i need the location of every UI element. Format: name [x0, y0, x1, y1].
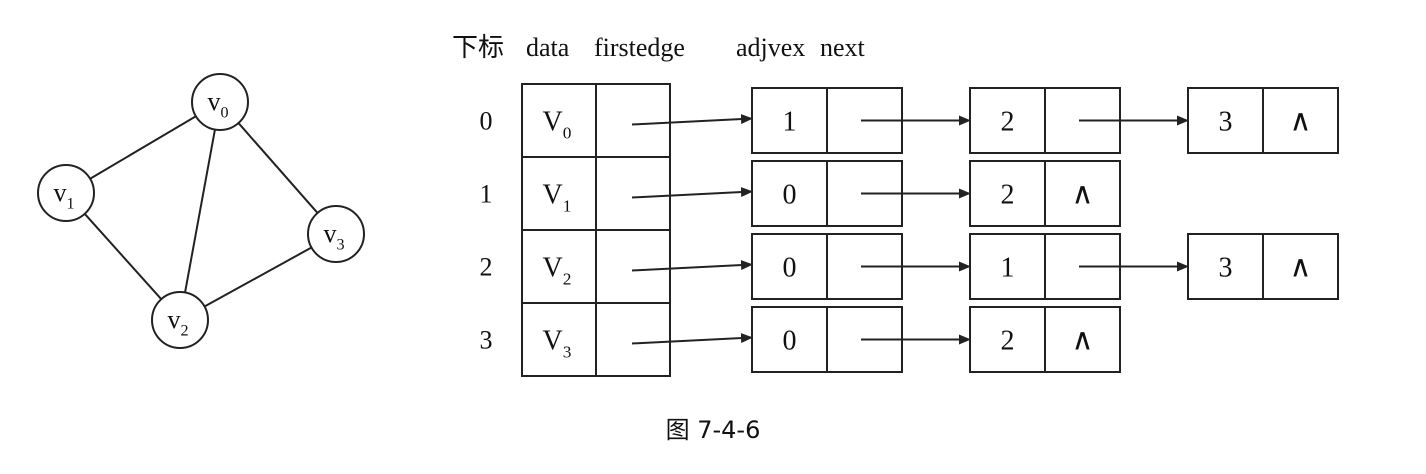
null-pointer-symbol-2: ∧	[1290, 250, 1312, 285]
vertex-label-1: V1	[543, 180, 572, 216]
graph-node-label-v3: v3	[323, 219, 344, 253]
edge-adjvex-cell-0-1	[969, 87, 1046, 154]
edge-adjvex-value-0-1: 2	[1001, 107, 1015, 138]
firstedge-arrow-2	[631, 260, 753, 272]
graph-node-label-v1: v1	[53, 178, 74, 212]
null-pointer-symbol-3: ∧	[1072, 323, 1094, 358]
edge-adjvex-value-0-2: 3	[1219, 107, 1233, 138]
header-next: next	[820, 33, 866, 62]
edge-adjvex-value-2-1: 1	[1001, 253, 1015, 284]
graph-node-v1	[37, 164, 95, 222]
edge-adjvex-cell-1-0	[751, 160, 828, 227]
firstedge-arrow-3	[631, 333, 753, 345]
graph-node-label-v2-base: v	[167, 305, 180, 334]
vertex-label-1-base: V	[543, 180, 563, 211]
header-adjvex: adjvex	[736, 33, 805, 62]
graph-edge-v0-v1	[89, 115, 197, 180]
edge-next-cell-0-2	[1262, 87, 1339, 154]
null-pointer-symbol-1: ∧	[1072, 177, 1094, 212]
vertex-label-1-subscript: 1	[563, 196, 572, 215]
graph-edge-v1-v2	[83, 213, 163, 300]
vertex-firstedge-cell-2	[595, 229, 671, 304]
edge-adjvex-cell-3-0	[751, 306, 828, 373]
vertex-label-2-subscript: 2	[563, 269, 572, 288]
firstedge-arrow-0	[631, 114, 753, 126]
graph-node-label-v2: v2	[167, 305, 188, 339]
edge-adjvex-value-1-1: 2	[1001, 180, 1015, 211]
vertex-firstedge-cell-1	[595, 156, 671, 231]
vertex-label-3: V3	[543, 326, 572, 362]
vertex-label-0-subscript: 0	[563, 123, 572, 142]
table-header: 下标 data firstedge adjvex next	[452, 33, 866, 62]
graph-node-label-v3-base: v	[323, 219, 336, 248]
graph-edge-v2-v3	[204, 246, 312, 308]
graph-node-v3	[307, 205, 365, 263]
edge-adjvex-value-0-0: 1	[783, 107, 797, 138]
edge-next-cell-2-2	[1262, 233, 1339, 300]
graph-node-label-v0: v0	[207, 87, 228, 121]
firstedge-arrow-1	[631, 187, 753, 199]
graph-node-label-v1-subscript: 1	[66, 195, 74, 212]
vertex-label-3-base: V	[543, 326, 563, 357]
graph-node-v2	[151, 291, 209, 349]
graph-node-v0	[191, 73, 249, 131]
header-index: 下标	[452, 33, 504, 62]
null-pointer-symbol-0: ∧	[1290, 104, 1312, 139]
edge-adjvex-value-2-0: 0	[783, 253, 797, 284]
vertex-label-2: V2	[543, 253, 572, 289]
edge-adjvex-cell-1-1	[969, 160, 1046, 227]
edge-adjvex-value-2-2: 3	[1219, 253, 1233, 284]
edge-adjvex-cell-0-0	[751, 87, 828, 154]
vertex-data-cell-2	[521, 229, 597, 304]
edge-adjvex-cell-2-2	[1187, 233, 1264, 300]
row-index-3: 3	[480, 326, 493, 355]
graph-node-label-v3-subscript: 3	[336, 236, 344, 253]
vertex-label-0-base: V	[543, 107, 563, 138]
edge-adjvex-cell-2-1	[969, 233, 1046, 300]
graph-node-label-v0-base: v	[207, 87, 220, 116]
graph-edges	[83, 115, 319, 308]
graph-edge-v0-v3	[237, 122, 319, 214]
vertex-label-3-subscript: 3	[563, 342, 572, 361]
edge-adjvex-value-3-1: 2	[1001, 326, 1015, 357]
graph-edge-v0-v2	[184, 129, 216, 293]
edge-adjvex-cell-3-1	[969, 306, 1046, 373]
edge-adjvex-value-1-0: 0	[783, 180, 797, 211]
vertex-firstedge-cell-3	[595, 302, 671, 377]
vertex-label-0: V0	[543, 107, 572, 143]
header-data: data	[526, 33, 570, 62]
row-index-2: 2	[480, 253, 493, 282]
graph-node-label-v0-subscript: 0	[220, 104, 228, 121]
row-index-1: 1	[480, 180, 493, 209]
row-index-0: 0	[480, 107, 493, 136]
edge-next-cell-1-1	[1044, 160, 1121, 227]
edge-adjvex-cell-0-2	[1187, 87, 1264, 154]
graph-node-label-v2-subscript: 2	[180, 322, 188, 339]
edge-adjvex-value-3-0: 0	[783, 326, 797, 357]
header-firstedge: firstedge	[594, 33, 685, 62]
vertex-firstedge-cell-0	[595, 83, 671, 158]
vertex-data-cell-3	[521, 302, 597, 377]
figure-caption: 图 7-4-6	[666, 416, 761, 444]
edge-next-cell-3-1	[1044, 306, 1121, 373]
vertex-label-2-base: V	[543, 253, 563, 284]
graph-node-label-v1-base: v	[53, 178, 66, 207]
